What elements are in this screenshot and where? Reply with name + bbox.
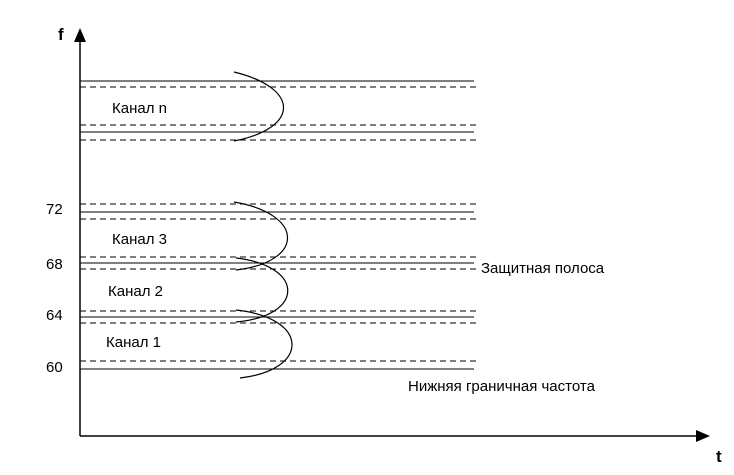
channel-n-band [80,71,478,142]
channel-n-curve [233,71,285,142]
guard-band-label: Защитная полоса [481,260,605,277]
y-axis-label: f [58,25,64,44]
y-axis-arrow [74,28,86,42]
tick-label-68: 68 [46,256,63,273]
lower-limit-label: Нижняя граничная частота [408,378,596,395]
channel-3-band [80,201,478,271]
channel-n-label: Канал n [112,100,167,117]
tick-label-60: 60 [46,359,63,376]
channel-2-curve [235,257,289,323]
tick-label-64: 64 [46,307,63,324]
channel-2-label: Канал 2 [108,283,163,300]
x-axis-label: t [716,447,722,466]
channel-3-curve [233,201,289,271]
guard-band-64 [80,309,478,379]
tick-label-72: 72 [46,201,63,218]
channel-3-label: Канал 3 [112,231,167,248]
channel-1-curve [235,309,293,379]
guard-band-68 [80,256,478,323]
channel-1-label: Канал 1 [106,334,161,351]
lower-limit-band [80,360,478,370]
x-axis-arrow [696,430,710,442]
